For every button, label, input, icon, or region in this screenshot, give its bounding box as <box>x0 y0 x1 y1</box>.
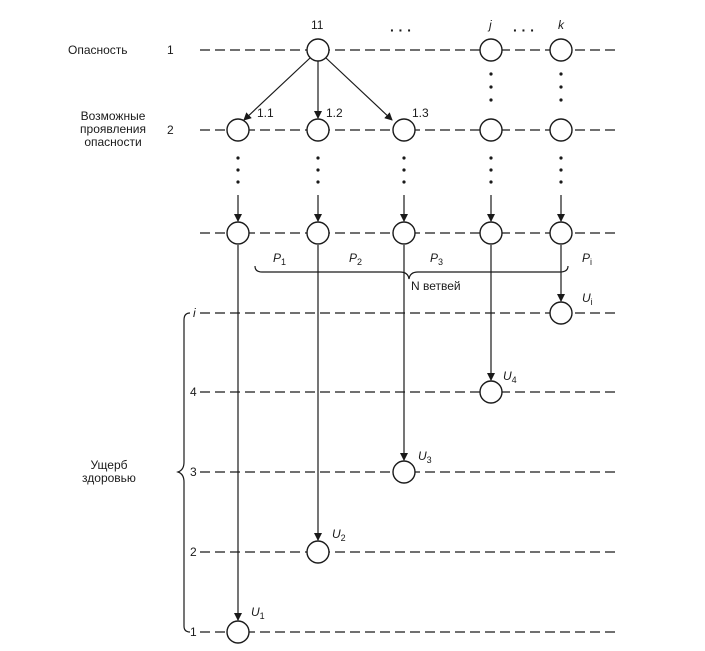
prob-pi: Pi <box>582 251 593 268</box>
node-branch-j <box>479 221 503 245</box>
node-damage-2 <box>306 540 330 564</box>
ellipsis-left: · · · <box>390 22 412 38</box>
label-danger: Опасность <box>68 43 128 57</box>
prob-p1-symbol: P <box>273 251 282 265</box>
label-manifestations-line-2: проявления <box>80 122 146 136</box>
node-label-k: k <box>558 18 564 32</box>
node-damage-4 <box>479 380 503 404</box>
n-branches-label: N ветвей <box>411 279 461 293</box>
dot <box>489 156 493 160</box>
damage-label-u2-symbol: U <box>332 527 341 541</box>
damage-label-ui-sub: i <box>590 297 593 307</box>
dot <box>559 98 563 102</box>
branches-brace <box>254 265 569 280</box>
dot <box>402 168 406 172</box>
ellipsis-right: · · · <box>513 22 535 38</box>
dot <box>316 156 320 160</box>
node-label-1-2: 1.2 <box>326 106 343 120</box>
node-1-3 <box>392 118 416 142</box>
dot <box>559 156 563 160</box>
damage-label-u3-symbol: U <box>418 449 427 463</box>
node-damage-3 <box>392 460 416 484</box>
prob-p2-sub: 2 <box>357 257 363 267</box>
node-branch-3 <box>392 221 416 245</box>
prob-p2: P2 <box>349 251 363 268</box>
level-number-1-damage: 1 <box>190 625 197 639</box>
damage-label-u4-sub: 4 <box>511 375 517 385</box>
level-number-i: i <box>193 306 196 320</box>
node-k-level1 <box>549 38 573 62</box>
damage-label-u1: U1 <box>251 605 265 622</box>
label-damage-line-1: Ущерб <box>90 458 128 472</box>
label-manifestations: Возможные проявления опасности <box>78 110 148 149</box>
prob-p3-symbol: P <box>430 251 439 265</box>
arrow-top-to-1-1 <box>243 57 311 121</box>
prob-p1-sub: 1 <box>281 257 287 267</box>
dot <box>402 180 406 184</box>
label-damage-line-2: здоровью <box>82 471 136 485</box>
damage-label-u2-sub: 2 <box>340 533 346 543</box>
prob-p1: P1 <box>273 251 287 268</box>
prob-pi-symbol: P <box>582 251 591 265</box>
level-number-1: 1 <box>167 43 174 57</box>
damage-brace <box>176 312 191 633</box>
damage-label-u3-sub: 3 <box>426 455 432 465</box>
damage-label-u1-sub: 1 <box>259 611 265 621</box>
node-j-level1 <box>479 38 503 62</box>
node-label-1-3: 1.3 <box>412 106 429 120</box>
node-branch-2 <box>306 221 330 245</box>
node-label-top: 11 <box>311 18 324 32</box>
arrow-top-to-1-3 <box>325 57 393 121</box>
dot <box>316 168 320 172</box>
damage-label-u4-symbol: U <box>503 369 512 383</box>
dot <box>316 180 320 184</box>
dot <box>559 180 563 184</box>
prob-p3-sub: 3 <box>438 257 444 267</box>
node-damage-i <box>549 301 573 325</box>
dot <box>559 168 563 172</box>
node-label-1-1: 1.1 <box>257 106 274 120</box>
node-top <box>306 38 330 62</box>
label-damage: Ущерб здоровью <box>78 459 140 485</box>
damage-label-u4: U4 <box>503 369 517 386</box>
dot <box>402 156 406 160</box>
node-branch-1 <box>226 221 250 245</box>
dot <box>559 85 563 89</box>
dot <box>559 72 563 76</box>
damage-label-ui-symbol: U <box>582 291 591 305</box>
node-j-level2 <box>479 118 503 142</box>
node-k-level2 <box>549 118 573 142</box>
dot <box>489 85 493 89</box>
damage-label-u3: U3 <box>418 449 432 466</box>
level-number-3: 3 <box>190 465 197 479</box>
prob-p2-symbol: P <box>349 251 358 265</box>
dot <box>236 180 240 184</box>
dot <box>489 98 493 102</box>
prob-p3: P3 <box>430 251 444 268</box>
node-damage-1 <box>226 620 250 644</box>
dot <box>489 180 493 184</box>
damage-label-u1-symbol: U <box>251 605 260 619</box>
level-number-4: 4 <box>190 385 197 399</box>
level-number-2-damage: 2 <box>190 545 197 559</box>
node-1-1 <box>226 118 250 142</box>
damage-label-ui: Ui <box>582 291 593 308</box>
label-manifestations-line-3: опасности <box>84 135 142 149</box>
node-branch-k <box>549 221 573 245</box>
node-label-j: j <box>489 18 492 32</box>
node-1-2 <box>306 118 330 142</box>
damage-label-u2: U2 <box>332 527 346 544</box>
dot <box>236 168 240 172</box>
dot <box>489 168 493 172</box>
dot <box>236 156 240 160</box>
prob-pi-sub: i <box>590 257 593 267</box>
level-number-2: 2 <box>167 123 174 137</box>
dot <box>489 72 493 76</box>
label-manifestations-line-1: Возможные <box>80 109 146 123</box>
